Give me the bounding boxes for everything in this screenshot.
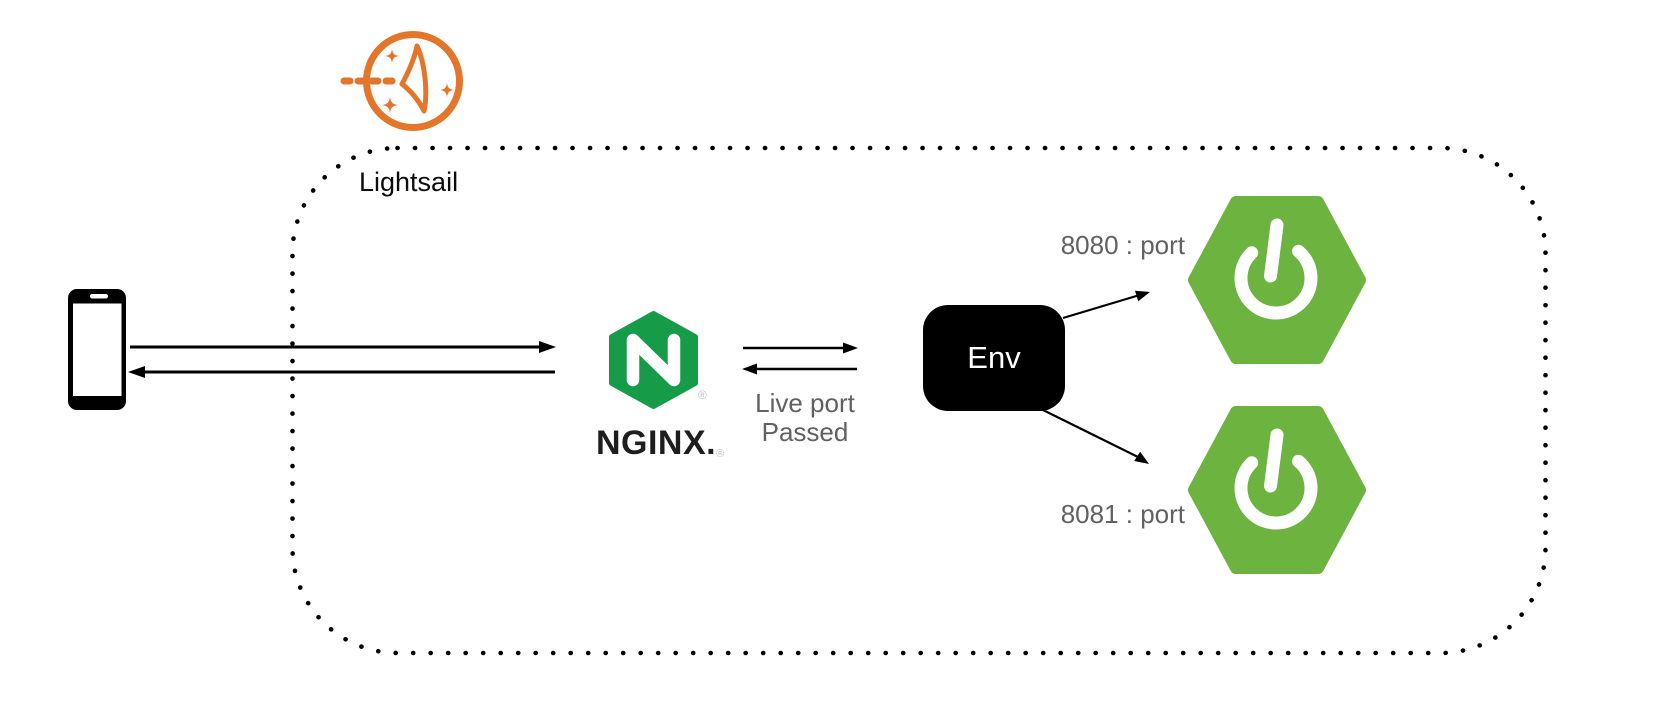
arrowhead-right [539,341,556,353]
client-to-nginx-arrow [130,341,556,353]
spring-hexagon [1188,406,1366,574]
flow-note-line1: Live port [755,388,855,418]
phone-speaker [90,294,108,299]
nginx-letter-n [626,333,681,387]
spring-boot-icon [1188,406,1366,574]
env-to-service-8081-arrow [1042,409,1149,464]
service-8080-port-label: 8080 : port [1060,230,1185,260]
nginx-wordmark: NGINX. [595,424,717,462]
spring-hexagon [1188,196,1366,364]
spring-power-bar [1264,218,1284,283]
nginx-wordmark-registered-mark: ® [716,448,725,460]
service-8081-port-label: 8081 : port [1060,499,1185,529]
env-label: Env [967,340,1021,375]
lightsail-boundary-border [290,145,1548,656]
env-box: Env [923,305,1065,411]
arrowhead-right [843,342,858,354]
flow-note-line2: Passed [761,417,849,447]
lightsail-sail [399,43,429,114]
spring-boot-icon [1188,196,1366,364]
aws-lightsail-icon [340,31,463,131]
spring-power-arc [1234,454,1318,530]
arrowhead-up-right [1135,290,1150,302]
nginx-hexagon-icon [609,311,698,409]
smartphone-icon [68,289,126,410]
env-to-nginx-arrow [742,363,857,375]
nginx-to-client-arrow [128,366,555,378]
boundary-label: Lightsail [359,167,459,197]
arrowhead-left [128,366,145,378]
arrowhead-down-right [1134,451,1149,464]
flow-note: Live port Passed [725,389,885,447]
lightsail-sparkles [381,49,454,114]
nginx-hexagon-registered-mark: ® [698,388,707,402]
nginx-to-env-arrow [743,342,858,354]
env-to-service-8080-arrow [1062,290,1150,320]
spring-power-bar [1264,428,1284,493]
phone-screen [73,303,122,396]
arrowhead-left [742,363,757,375]
spring-power-arc [1234,244,1318,320]
